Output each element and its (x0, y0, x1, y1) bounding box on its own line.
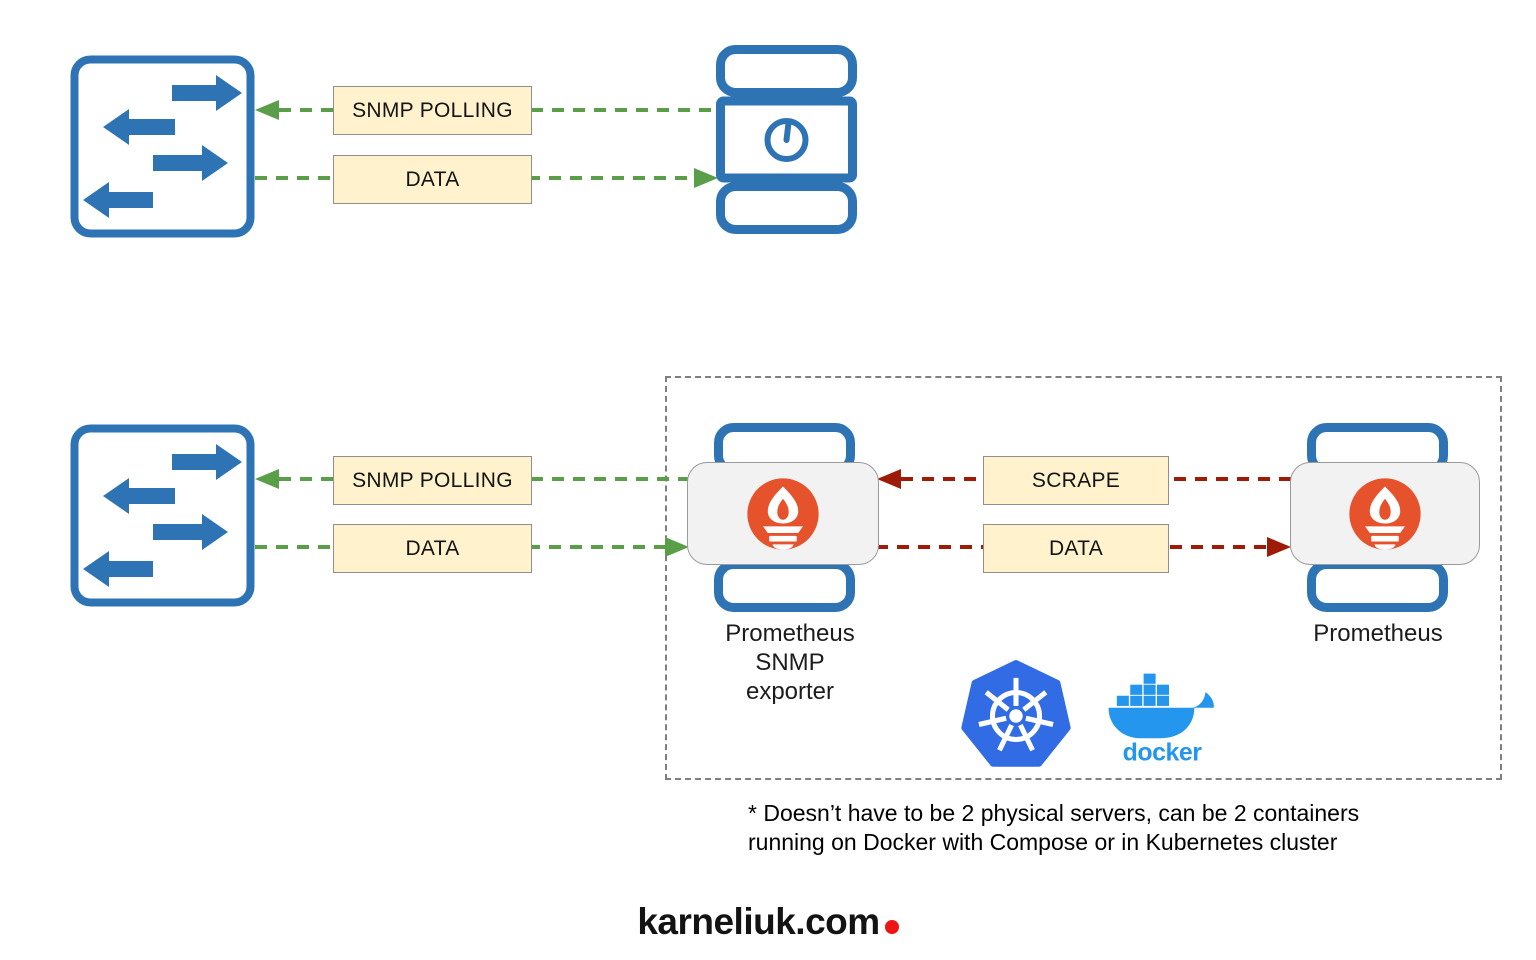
prometheus-node (1290, 462, 1480, 565)
footnote: * Doesn’t have to be 2 physical servers,… (748, 799, 1359, 857)
snmp-exporter-node (687, 462, 879, 565)
docker-whale-icon: docker (1108, 673, 1214, 766)
data-label: DATA (405, 536, 460, 560)
brand-dot (884, 920, 899, 934)
network-switch-icon (70, 55, 255, 238)
docker-wordmark: docker (1123, 738, 1203, 766)
footer-brand: karneliuk.com (0, 901, 1536, 943)
kubernetes-helm-icon (961, 660, 1071, 767)
footnote-line1: * Doesn’t have to be 2 physical servers,… (748, 800, 1360, 826)
scrape-label: SCRAPE (1031, 468, 1121, 492)
data-label-box-bottom: DATA (333, 524, 532, 573)
snmp-polling-label-box-top: SNMP POLLING (333, 86, 532, 135)
prometheus-flame-icon (747, 477, 819, 550)
scrape-label-box: SCRAPE (983, 456, 1169, 505)
scrape-data-label-box: DATA (983, 524, 1169, 573)
data-label: DATA (1048, 536, 1104, 560)
containers-dashed-zone (665, 376, 1502, 780)
exporter-node-label: Prometheus SNMP exporter (690, 619, 890, 706)
data-label-box-top: DATA (333, 155, 532, 204)
snmp-polling-label-box-bottom: SNMP POLLING (333, 456, 532, 505)
exporter-label-line2: SNMP (755, 649, 825, 676)
server-icon (716, 45, 857, 234)
prometheus-node-label: Prometheus (1313, 620, 1443, 647)
footnote-line2: running on Docker with Compose or in Kub… (748, 829, 1338, 855)
clock-dial-icon (764, 118, 809, 162)
network-switch-icon (70, 424, 255, 607)
brand-text: karneliuk.com (637, 901, 880, 942)
exporter-label-line3: exporter (745, 678, 835, 705)
data-label: DATA (405, 167, 460, 191)
snmp-polling-label: SNMP POLLING (352, 468, 513, 492)
exporter-label-line1: Prometheus (725, 620, 855, 647)
data-arrow-bottom (255, 537, 689, 557)
snmp-polling-label: SNMP POLLING (352, 98, 513, 122)
prometheus-flame-icon (1349, 477, 1421, 550)
